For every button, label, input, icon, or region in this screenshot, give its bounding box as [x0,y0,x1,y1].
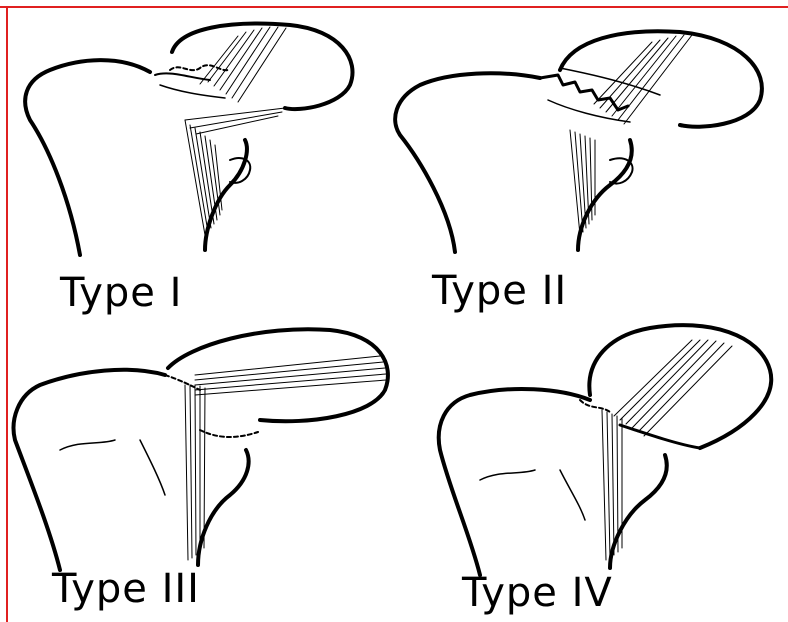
type-4-label: Type IV [462,570,613,616]
type-3-label: Type III [52,566,200,612]
type-2-label: Type II [432,268,567,314]
type-1-label: Type I [60,270,182,316]
panel-type-2-drawing [395,31,762,252]
panel-type-1-drawing [25,24,352,255]
panel-type-3-drawing [14,329,388,570]
panel-type-4-drawing [439,325,771,575]
